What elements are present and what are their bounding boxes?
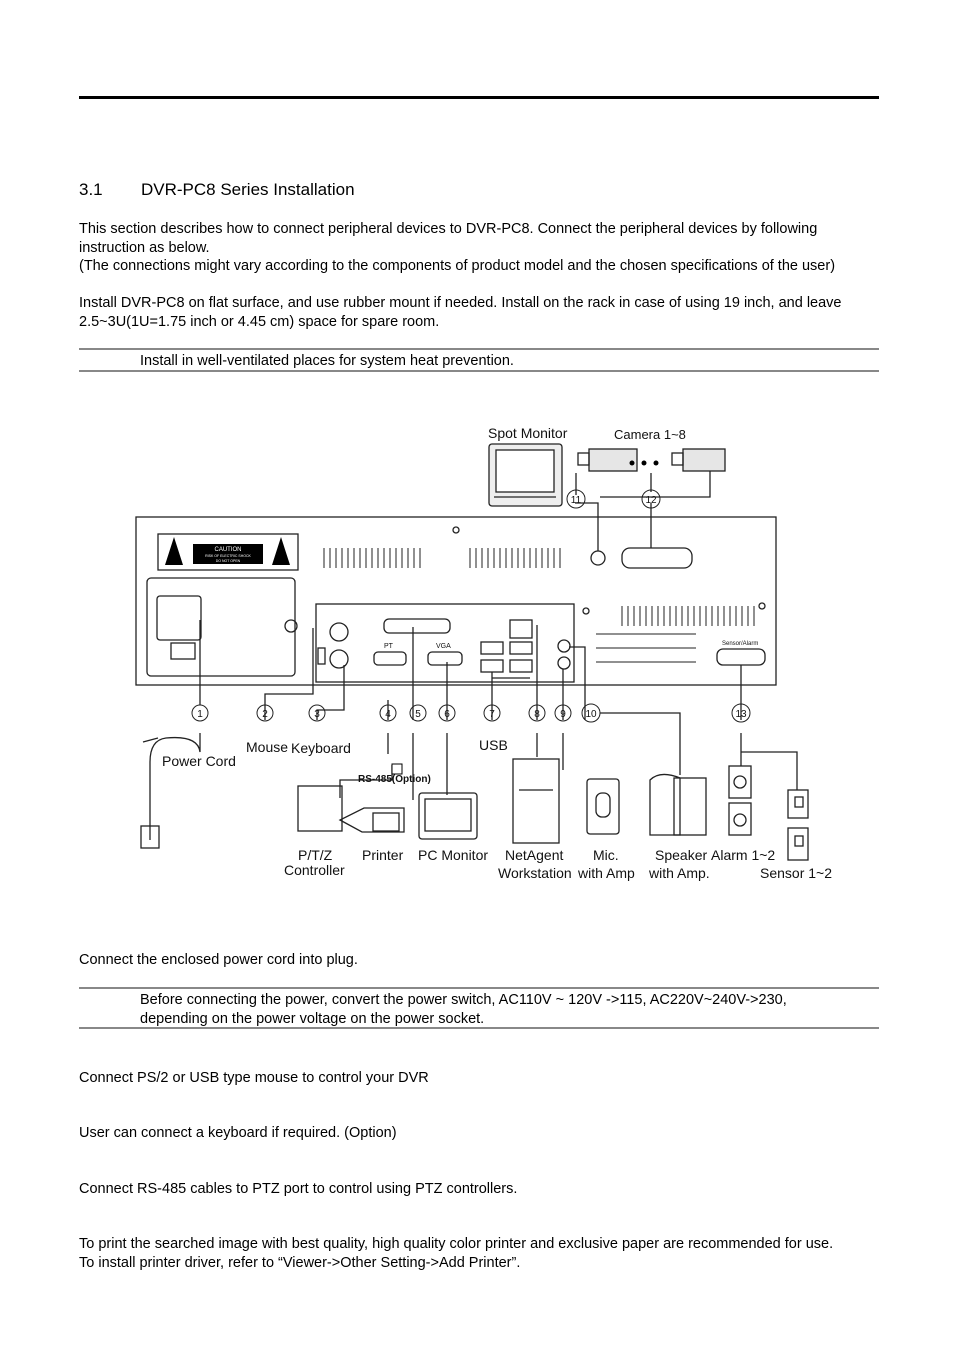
- port-vga-label: VGA: [436, 643, 451, 650]
- caution-label: CAUTION: [215, 547, 242, 553]
- rs485-label: RS-485(Option): [358, 774, 431, 785]
- note-ventilation: Install in well-ventilated places for sy…: [140, 353, 514, 369]
- note2-rule-bottom: [79, 1027, 879, 1029]
- install-paragraph: Install DVR-PC8 on flat surface, and use…: [79, 295, 842, 330]
- speaker-label-1: Speaker: [655, 847, 707, 863]
- keyboard-paragraph: User can connect a keyboard if required.…: [79, 1125, 397, 1141]
- callout-4: 4: [385, 709, 391, 720]
- ptz-paragraph: Connect RS-485 cables to PTZ port to con…: [79, 1181, 518, 1197]
- power-paragraph: Connect the enclosed power cord into plu…: [79, 952, 358, 968]
- mouse-paragraph: Connect PS/2 or USB type mouse to contro…: [79, 1070, 429, 1086]
- pc-monitor-label: PC Monitor: [418, 847, 488, 863]
- mic-label-1: Mic.: [593, 847, 619, 863]
- section-number: 3.1: [79, 180, 103, 199]
- port-sensor-label: Sensor/Alarm: [722, 641, 758, 647]
- callout-9: 9: [560, 709, 566, 720]
- caution-sub1: RISK OF ELECTRIC SHOCK: [205, 554, 251, 558]
- callout-2: 2: [262, 709, 268, 720]
- speaker-label-2: with Amp.: [648, 865, 710, 881]
- printer-paragraph: To print the searched image with best qu…: [79, 1236, 834, 1271]
- connection-diagram: Spot Monitor Camera 1~8 CAUTION RISK OF …: [135, 425, 832, 881]
- ptz-label-2: Controller: [284, 862, 345, 878]
- keyboard-label: Keyboard: [291, 740, 351, 756]
- usb-label: USB: [479, 737, 508, 753]
- callout-5: 5: [415, 709, 421, 720]
- spot-monitor-label: Spot Monitor: [488, 425, 568, 441]
- callout-7: 7: [489, 709, 495, 720]
- callout-1: 1: [197, 709, 203, 720]
- header-rule: [79, 96, 879, 99]
- netagent-label-2: Workstation: [498, 865, 572, 881]
- mic-label-2: with Amp: [577, 865, 635, 881]
- printer-label: Printer: [362, 847, 404, 863]
- alarm-label: Alarm 1~2: [711, 847, 775, 863]
- note2-rule-top: [79, 987, 879, 989]
- note-rule-bottom: [79, 370, 879, 372]
- callout-13: 13: [735, 709, 747, 720]
- section-title: DVR-PC8 Series Installation: [141, 180, 355, 199]
- callout-6: 6: [444, 709, 450, 720]
- section-heading: 3.1 DVR-PC8 Series Installation: [79, 180, 355, 200]
- caution-sub2: DO NOT OPEN: [216, 559, 241, 563]
- callout-3: 3: [314, 709, 320, 720]
- netagent-label-1: NetAgent: [505, 847, 563, 863]
- callout-11: 11: [571, 495, 582, 506]
- note-rule-top: [79, 348, 879, 350]
- callout-8: 8: [534, 709, 540, 720]
- sensor-label: Sensor 1~2: [760, 865, 832, 881]
- power-cord-label: Power Cord: [162, 753, 236, 769]
- callout-10: 10: [585, 709, 597, 720]
- camera-label: Camera 1~8: [614, 427, 686, 442]
- note-power-switch: Before connecting the power, convert the…: [140, 992, 787, 1027]
- mouse-label: Mouse: [246, 739, 288, 755]
- intro-paragraph: This section describes how to connect pe…: [79, 221, 836, 274]
- callout-12: 12: [645, 495, 657, 506]
- port-pt-label: PT: [384, 643, 394, 650]
- ptz-label-1: P/T/Z: [298, 847, 333, 863]
